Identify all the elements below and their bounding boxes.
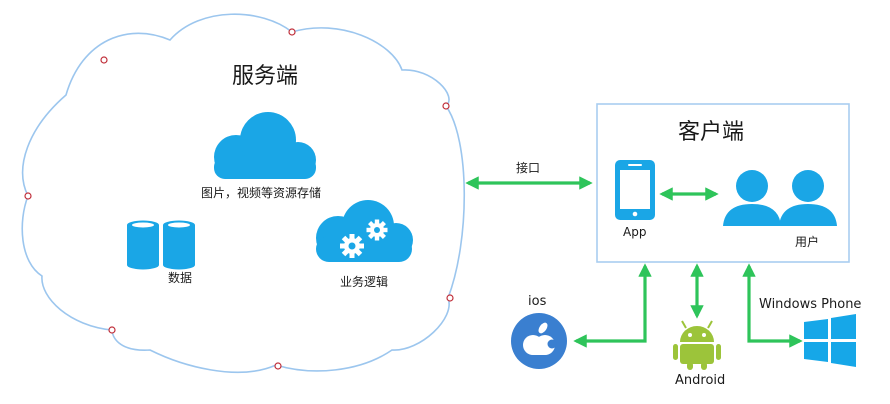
- apple-icon: [511, 313, 567, 369]
- client-title: 客户端: [678, 120, 745, 145]
- android-icon: [673, 320, 721, 370]
- cloud-selection-handles: [24, 28, 454, 370]
- server-title: 服务端: [232, 64, 299, 89]
- users-label: 用户: [795, 235, 820, 249]
- windows-icon: [804, 314, 856, 367]
- data-label: 数据: [168, 271, 193, 285]
- windows-phone-label: Windows Phone: [759, 297, 862, 312]
- android-label: Android: [675, 373, 726, 388]
- media-storage-label: 图片，视频等资源存储: [201, 186, 322, 200]
- platform-connectors: [573, 263, 803, 348]
- app-label: App: [623, 225, 647, 239]
- users-icon: [723, 170, 837, 226]
- phone-icon: [615, 160, 655, 220]
- windows-connector: [742, 263, 803, 348]
- ios-label: ios: [528, 294, 547, 309]
- ios-connector: [573, 263, 652, 348]
- interface-label: 接口: [516, 161, 541, 175]
- gears-cloud-icon: [316, 200, 413, 262]
- server-cloud-outline: [21, 13, 466, 374]
- business-logic-label: 业务逻辑: [340, 275, 389, 289]
- database-icon: [127, 220, 195, 270]
- cloud-storage-icon: [214, 112, 316, 179]
